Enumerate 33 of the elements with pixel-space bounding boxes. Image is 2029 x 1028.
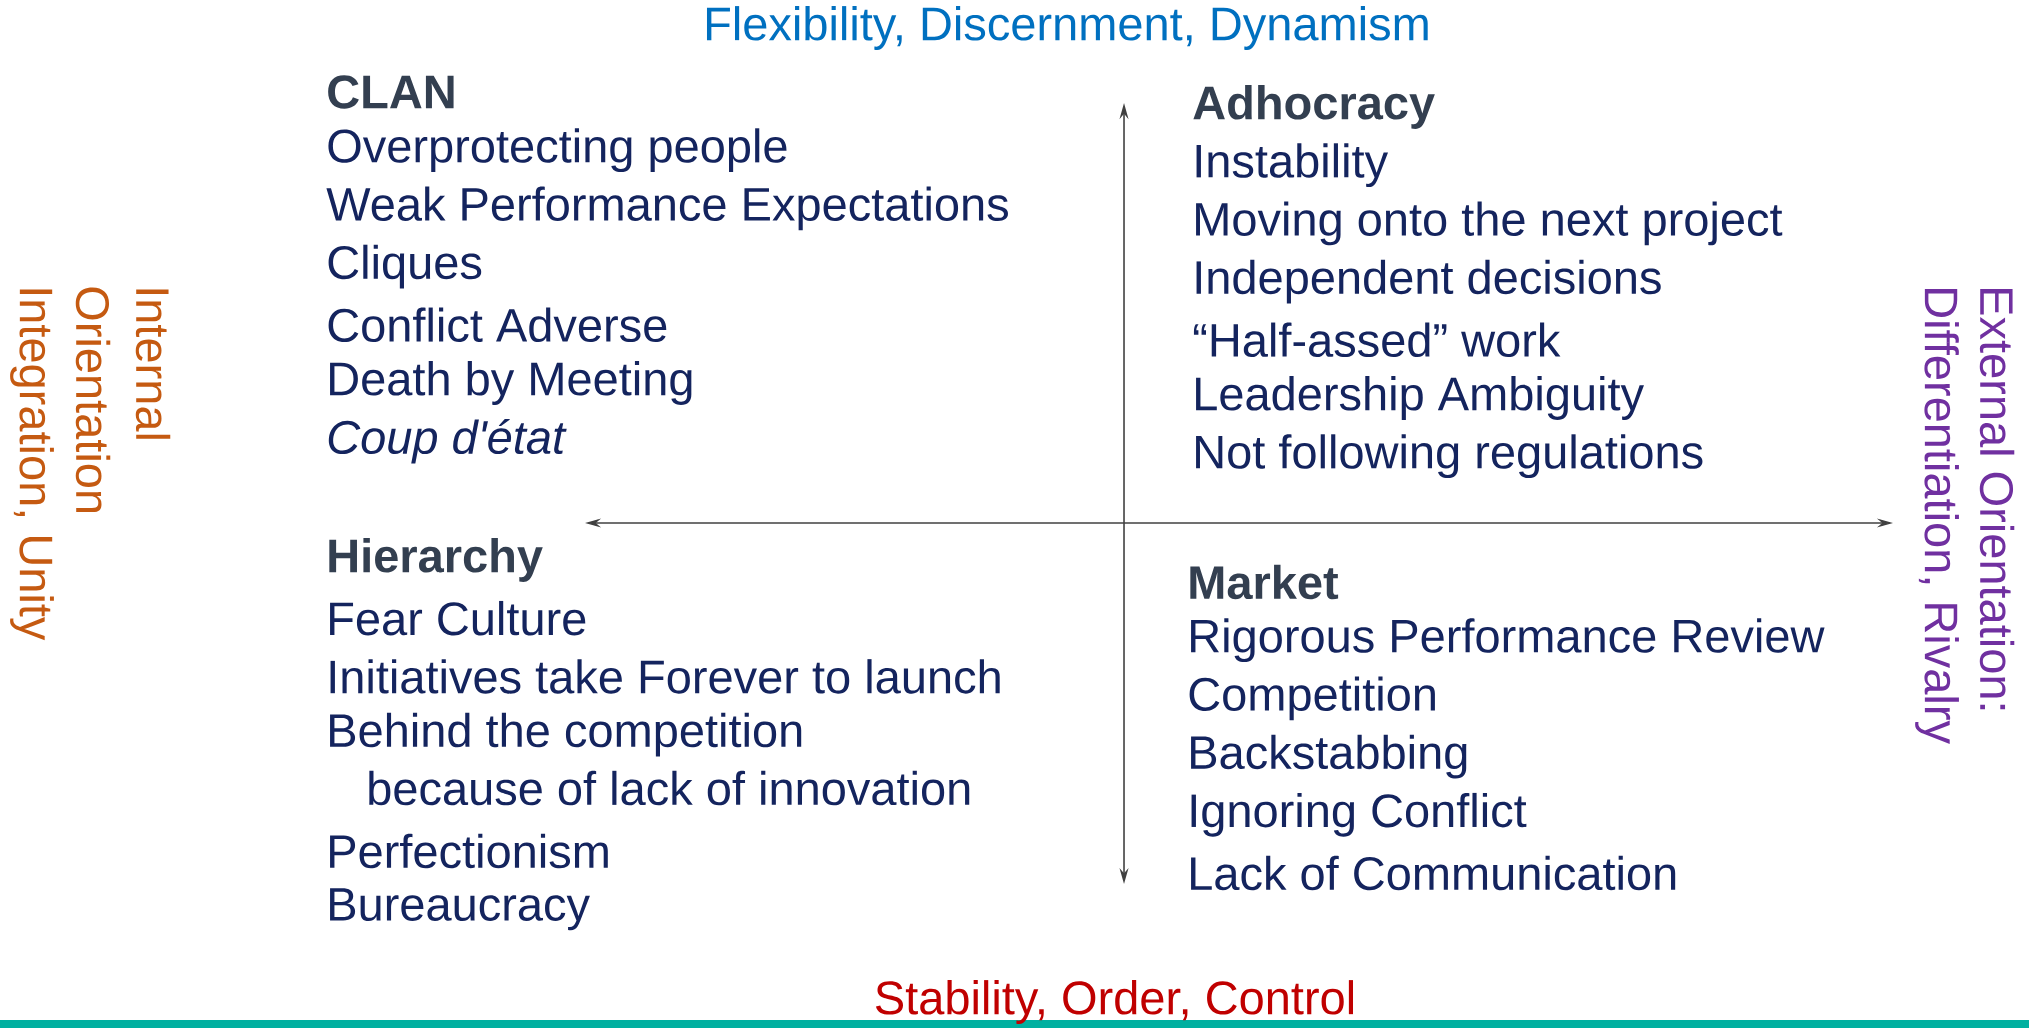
axis-label: Orientation <box>75 287 111 513</box>
list-item: Ignoring Conflict <box>1191 792 1527 837</box>
list-item: Initiatives take Forever to launch <box>330 659 1000 694</box>
axis-label: Stability, Order, Control <box>875 980 1353 1024</box>
list-item: Perfectionism <box>330 833 608 869</box>
list-item: Not following regulations <box>1196 434 1703 479</box>
list-item: Death by Meeting <box>330 361 692 405</box>
list-item: Bureaucracy <box>330 888 590 931</box>
list-item: Rigorous Performance Review <box>1191 618 1825 663</box>
axis-label: External Orientation: <box>1979 289 2015 710</box>
quadrant-heading: Market <box>1190 564 1339 600</box>
axis-label: Internal <box>135 289 171 439</box>
axis-label: Flexibility, Discernment, Dynamism <box>707 6 1428 50</box>
list-item: Weak Performance Expectations <box>326 186 1008 231</box>
list-item: “Half-assed” work <box>1193 322 1561 358</box>
list-item: Overprotecting people <box>328 128 787 173</box>
list-item: Coup d'état <box>328 419 567 464</box>
list-item: Independent decisions <box>1196 259 1661 304</box>
list-item: Backstabbing <box>1191 734 1467 779</box>
quadrant-heading: Hierarchy <box>329 538 543 582</box>
list-item: Cliques <box>328 244 482 289</box>
list-item: Instability <box>1196 143 1389 188</box>
axis-label: Integration, Unity <box>10 289 54 641</box>
list-item: Lack of Communication <box>1191 855 1676 891</box>
quadrant-heading: CLAN <box>328 75 454 109</box>
list-item: Moving onto the next project <box>1196 201 1783 246</box>
list-item: Competition <box>1189 676 1435 721</box>
list-item: Behind the competition because of lack of innovation <box>330 712 970 806</box>
axis-label: Differentiation, Rivalry <box>1915 289 1959 744</box>
list-item: Fear Culture <box>330 600 586 636</box>
list-item: Conflict Adverse <box>328 307 667 343</box>
quadrant-heading: Adhocracy <box>1193 85 1435 129</box>
list-item: Leadership Ambiguity <box>1196 376 1644 420</box>
